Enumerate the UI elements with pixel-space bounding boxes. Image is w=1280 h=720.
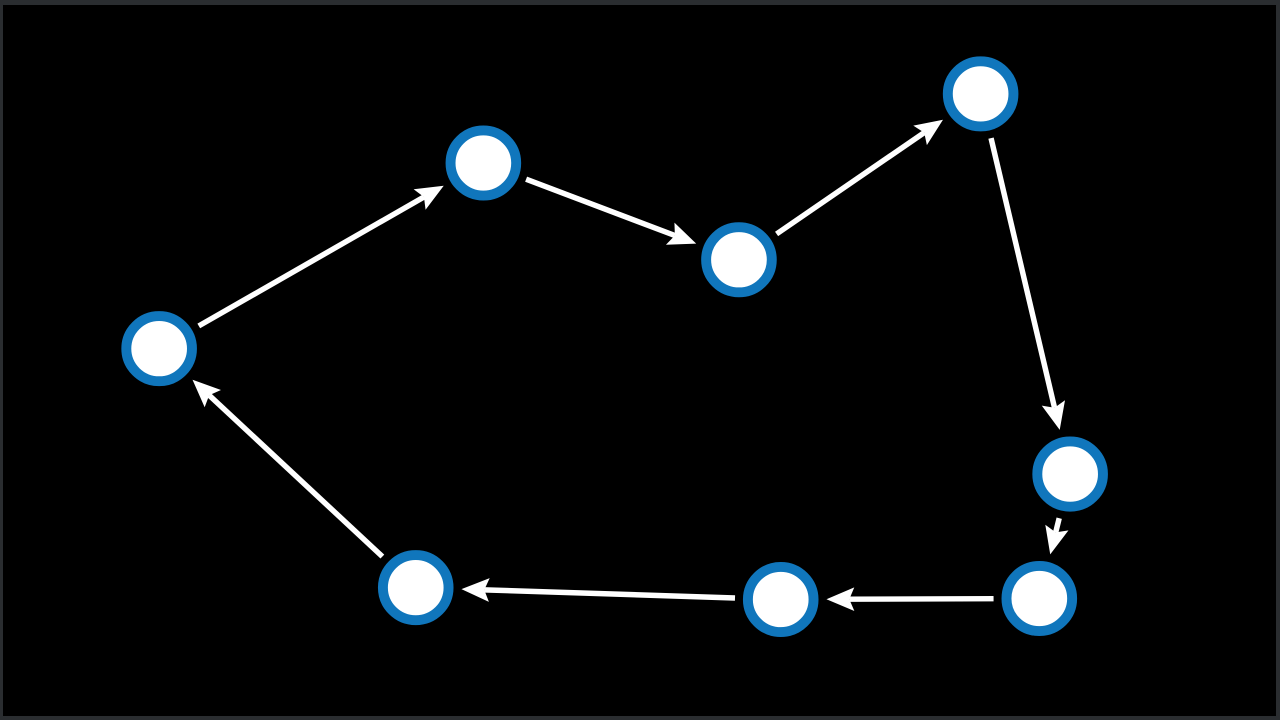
arrowhead-icon: [461, 578, 490, 602]
node-left: [121, 311, 197, 387]
arrowhead-icon: [1041, 400, 1066, 430]
node-bottom-right: [1001, 560, 1078, 637]
flow-diagram: [121, 56, 1108, 637]
edge-line: [525, 176, 676, 239]
edge-line: [484, 587, 736, 601]
edge-line: [197, 194, 426, 329]
edge-left-to-top-left: [197, 185, 444, 329]
edge-top-left-to-top-middle: [525, 176, 697, 245]
slide-canvas: [3, 5, 1276, 716]
node-bottom-left: [377, 550, 454, 626]
node-top-left: [445, 125, 522, 201]
arrowhead-icon: [826, 587, 855, 612]
edge-right-to-bottom-right: [1045, 517, 1069, 555]
arrowhead-icon: [665, 222, 697, 245]
node-top-middle: [701, 222, 777, 298]
arrowhead-icon: [1045, 524, 1069, 555]
edge-top-middle-to-top-right: [775, 119, 943, 237]
edge-line: [1053, 517, 1062, 534]
edge-line: [775, 130, 926, 237]
edge-line: [988, 137, 1058, 409]
arrowhead-icon: [413, 185, 444, 210]
edge-top-right-to-right: [988, 137, 1066, 430]
edge-bottom-middle-to-bottom-left: [461, 578, 736, 602]
edge-line: [207, 393, 385, 559]
nodes-layer: [121, 56, 1108, 637]
edges-layer: [192, 119, 1069, 612]
node-right: [1032, 436, 1108, 512]
edge-bottom-left-to-left: [192, 379, 385, 559]
arrowhead-icon: [913, 119, 943, 146]
node-top-right: [942, 56, 1019, 132]
edge-line: [849, 595, 994, 602]
arrowhead-icon: [192, 379, 221, 408]
node-bottom-middle: [742, 561, 819, 637]
edge-bottom-right-to-bottom-middle: [826, 587, 994, 612]
